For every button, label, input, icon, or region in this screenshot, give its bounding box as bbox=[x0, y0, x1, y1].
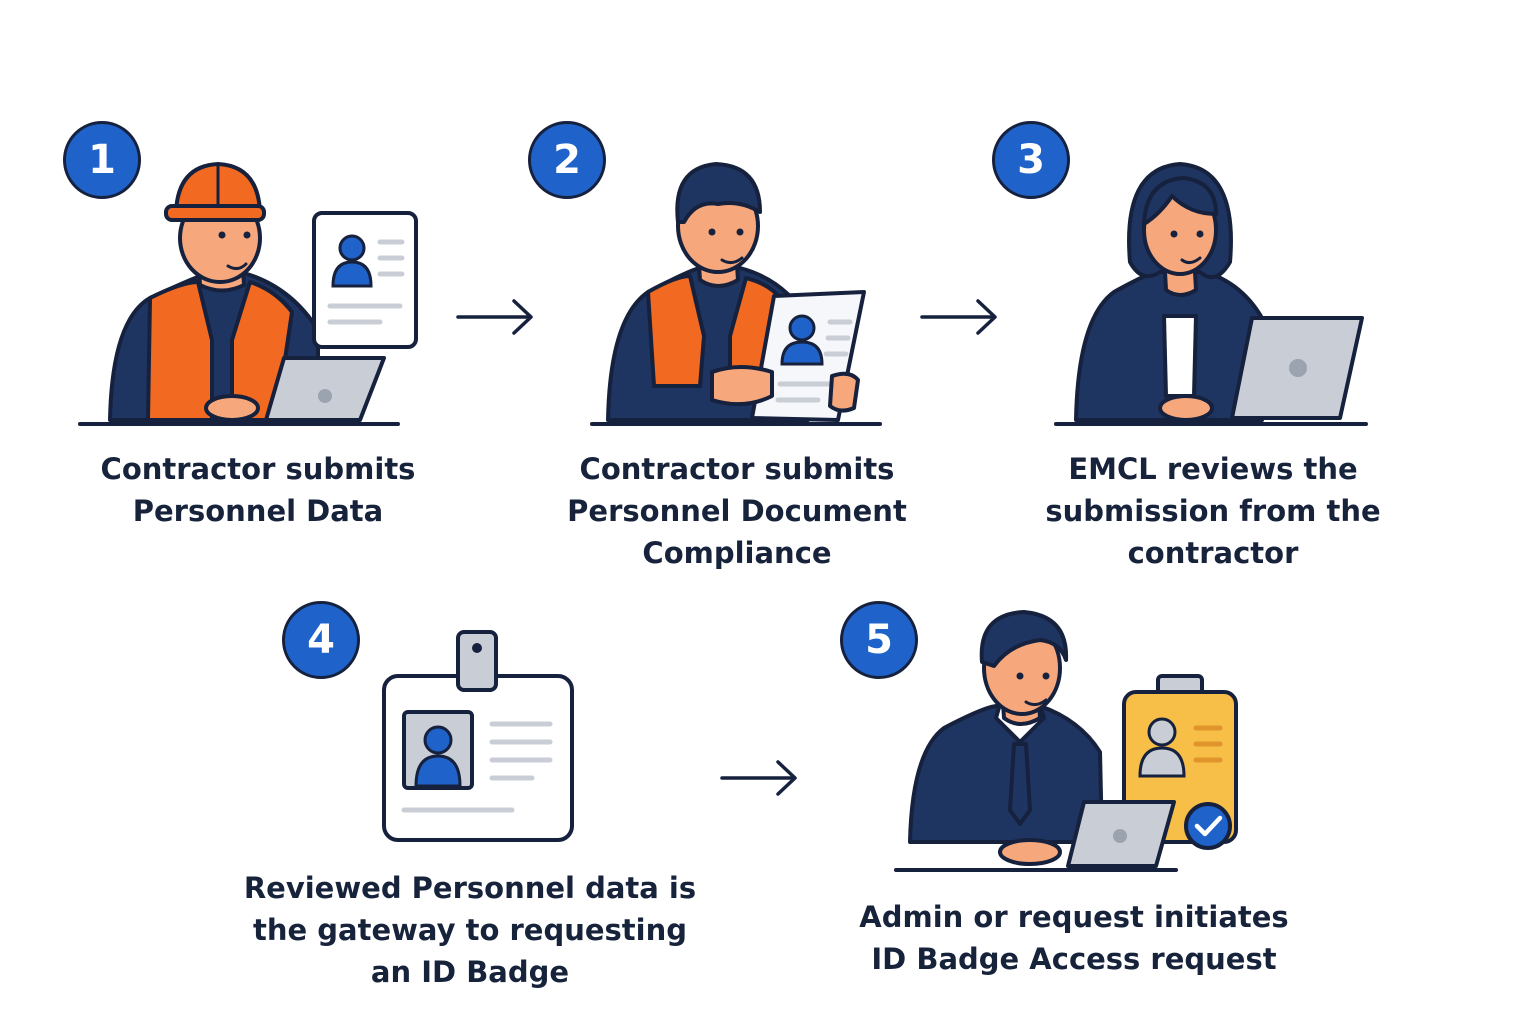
caption-line: Personnel Data bbox=[132, 494, 384, 528]
caption-line: Admin or request initiates bbox=[859, 900, 1289, 934]
step-caption: Contractor submits Personnel Document Co… bbox=[537, 448, 937, 574]
caption-line: Contractor submits bbox=[100, 452, 416, 486]
step-number-badge: 3 bbox=[992, 121, 1070, 199]
caption-line: Contractor submits bbox=[579, 452, 895, 486]
step-number-badge: 2 bbox=[528, 121, 606, 199]
admin-illustration bbox=[894, 610, 1238, 872]
step-number-badge: 4 bbox=[282, 601, 360, 679]
arrow-right-icon bbox=[920, 299, 997, 335]
check-icon bbox=[1184, 802, 1232, 850]
step-caption: Admin or request initiates ID Badge Acce… bbox=[844, 896, 1304, 980]
step-caption: Contractor submits Personnel Data bbox=[58, 448, 458, 532]
id-card-icon bbox=[382, 630, 574, 842]
caption-line: Personnel Document bbox=[567, 494, 907, 528]
caption-line: the gateway to requesting bbox=[253, 913, 687, 947]
step-caption: EMCL reviews the submission from the con… bbox=[1008, 448, 1418, 574]
reviewer-illustration bbox=[1054, 162, 1368, 426]
contractor-worker-illustration bbox=[78, 162, 418, 426]
step-caption: Reviewed Personnel data is the gateway t… bbox=[240, 867, 700, 993]
arrow-right-icon bbox=[720, 760, 797, 796]
step-number-badge: 1 bbox=[63, 121, 141, 199]
caption-line: Reviewed Personnel data is bbox=[243, 871, 697, 905]
arrow-right-icon bbox=[456, 299, 533, 335]
caption-line: contractor bbox=[1127, 536, 1299, 570]
caption-line: EMCL reviews the bbox=[1068, 452, 1358, 486]
contractor-document-illustration bbox=[590, 162, 882, 426]
caption-line: submission from the bbox=[1045, 494, 1381, 528]
caption-line: an ID Badge bbox=[370, 955, 570, 989]
caption-line: Compliance bbox=[642, 536, 832, 570]
step-number-badge: 5 bbox=[840, 601, 918, 679]
caption-line: ID Badge Access request bbox=[871, 942, 1277, 976]
